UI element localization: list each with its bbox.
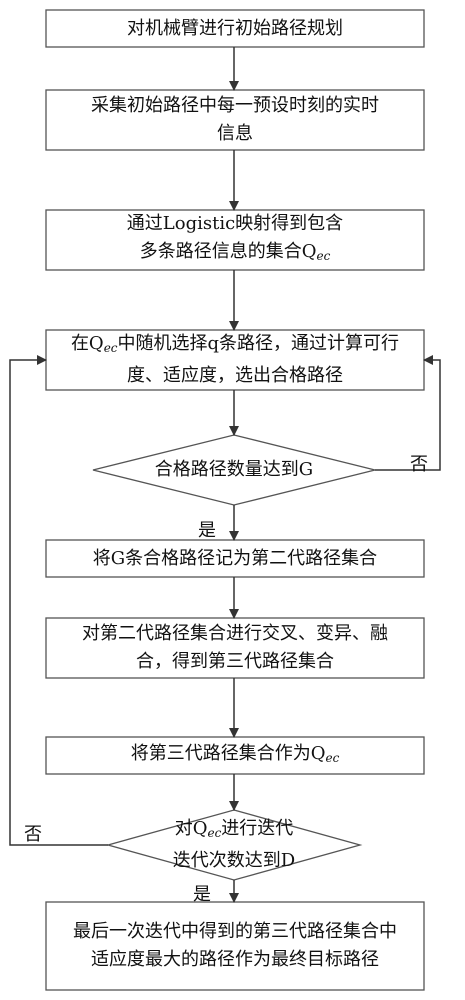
step-4-text: 在Qec中随机选择q条路径，通过计算可行度、适应度，选出合格路径 xyxy=(70,333,400,386)
step-5-text: 将G条合格路径记为第二代路径集合 xyxy=(92,547,378,569)
step-3-text: 通过Logistic映射得到包含多条路径信息的集合Qec xyxy=(126,213,344,263)
step-8-text: 最后一次迭代中得到的第三代路径集合中适应度最大的路径作为最终目标路径 xyxy=(73,921,397,970)
step-1-text: 对机械臂进行初始路径规划 xyxy=(127,17,343,39)
loop-arrow-d1-no xyxy=(375,355,441,471)
step-box-4 xyxy=(45,329,425,391)
no-label-2: 否 xyxy=(24,824,42,845)
step-box-5 xyxy=(45,539,425,578)
step-box-7 xyxy=(45,736,425,775)
yes-label-2: 是 xyxy=(193,884,211,905)
decision-2-text: 对Qec进行迭代迭代次数达到D xyxy=(172,818,296,871)
step-6-text: 对第二代路径集合进行交叉、变异、融合，得到第三代路径集合 xyxy=(82,623,388,672)
no-label-1: 否 xyxy=(410,454,428,475)
step-box-2 xyxy=(45,89,425,151)
step-2-text: 采集初始路径中每一预设时刻的实时信息 xyxy=(91,95,379,144)
yes-label-1: 是 xyxy=(198,520,216,541)
step-box-6 xyxy=(45,617,425,679)
loop-arrow-d2-no xyxy=(9,355,108,846)
decision-1-text: 合格路径数量达到G xyxy=(154,459,314,480)
step-box-8 xyxy=(45,901,425,991)
step-7-text: 将第三代路径集合作为Qec xyxy=(130,742,340,765)
step-box-1 xyxy=(45,9,425,48)
